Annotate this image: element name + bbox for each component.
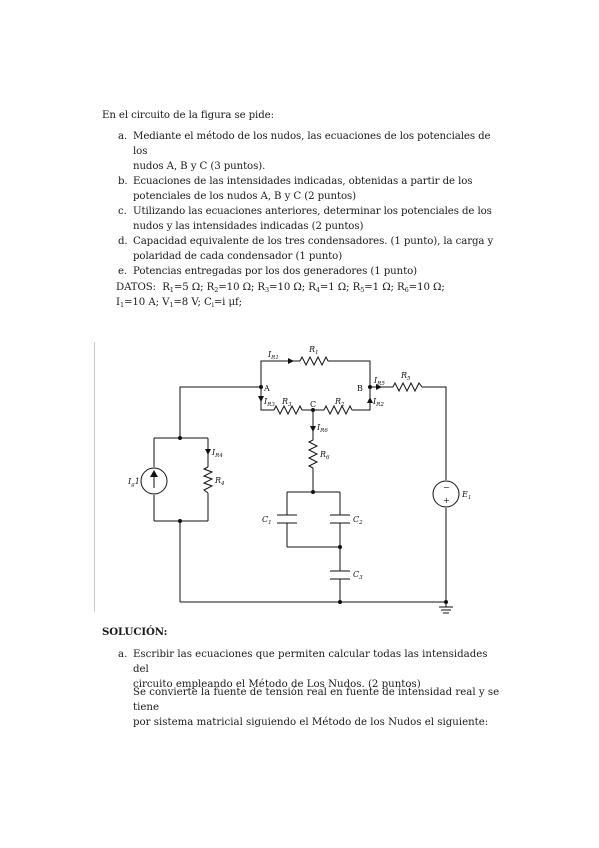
current-source-ig1 [140, 467, 168, 495]
solution-line: circuito empleando el Método de Los Nudo… [133, 679, 421, 690]
solution-item-a: a. Escribir las ecuaciones que permiten … [102, 647, 502, 692]
question-item: d. Capacidad equivalente de los tres cond… [102, 234, 502, 264]
arrow-ir1-icon [288, 358, 294, 364]
solution-line: Escribir las ecuaciones que permiten cal… [133, 649, 488, 675]
data-item: R5=1 Ω; [352, 282, 394, 294]
arrow-ir5-icon [376, 384, 382, 390]
junction-dot [178, 436, 182, 440]
label-ig1: Ig1 [127, 477, 140, 488]
solution-marker: a. [118, 649, 128, 660]
question-line: Ecuaciones de las intensidades indicadas… [133, 176, 473, 187]
resistor-r1 [299, 355, 329, 367]
label-r3: R3 [281, 397, 292, 408]
node-b-dot [368, 385, 372, 389]
label-ir3: IR3 [263, 397, 275, 408]
data-item: R2=10 Ω; [206, 282, 255, 294]
arrow-ir6-icon [310, 426, 316, 432]
label-node-b: B [357, 384, 363, 393]
data-item: R4=1 Ω; [308, 282, 350, 294]
solution-line: Se convierte la fuente de tensión real e… [133, 687, 500, 713]
label-node-c: C [310, 400, 316, 409]
solution-line: por sistema matricial siguiendo el Métod… [133, 717, 489, 728]
junction-dot [338, 545, 342, 549]
question-marker: c. [118, 206, 127, 217]
label-r5: R5 [400, 371, 411, 382]
junction-dot [338, 600, 342, 604]
resistor-r3 [273, 404, 303, 416]
resistor-r5 [392, 381, 423, 393]
plus-sign: + [443, 496, 450, 505]
label-node-a: A [263, 384, 270, 393]
circuit-wires [153, 360, 453, 614]
data-item: V1=8 V; [162, 297, 201, 309]
arrow-ir4-icon [205, 449, 211, 455]
data-item: R1=5 Ω; [162, 282, 204, 294]
question-line: nudos y las intensidades indicadas (2 pu… [133, 221, 364, 232]
node-a-dot [259, 385, 263, 389]
question-line: Potencias entregadas por los dos generad… [133, 266, 417, 277]
label-ir5: IR5 [373, 376, 385, 387]
intro-text: En el circuito de la figura se pide: [102, 110, 274, 121]
voltage-source-e1 [432, 480, 460, 508]
label-c3: C3 [353, 570, 363, 581]
label-ir4: IR4 [211, 448, 223, 459]
question-line: potenciales de los nudos A, B y C (2 pun… [133, 191, 356, 202]
question-marker: e. [118, 266, 128, 277]
label-r4: R4 [214, 476, 225, 487]
question-line: polaridad de cada condensador (1 punto) [133, 251, 343, 262]
question-item: a. Mediante el método de los nudos, las e… [102, 129, 502, 174]
question-line: Capacidad equivalente de los tres conden… [133, 236, 494, 247]
question-item: e. Potencias entregadas por los dos gener… [102, 264, 502, 279]
question-item: b. Ecuaciones de las intensidades indicad… [102, 174, 502, 204]
solution-paragraph: Se convierte la fuente de tensión real e… [133, 685, 513, 730]
capacitor-c1 [277, 514, 297, 524]
resistor-r2 [323, 404, 353, 416]
label-ir6: IR6 [316, 423, 328, 434]
solution-heading: SOLUCIÓN: [102, 626, 168, 638]
label-e1: E1 [461, 490, 471, 501]
data-values: DATOS: R1=5 Ω; R2=10 Ω; R3=10 Ω; R4=1 Ω;… [116, 280, 476, 310]
minus-sign: − [443, 483, 450, 492]
question-list: a. Mediante el método de los nudos, las e… [102, 129, 502, 279]
label-ir1: IR1 [267, 350, 279, 361]
question-marker: b. [118, 176, 128, 187]
junction-dot [444, 600, 448, 604]
label-r2: R2 [334, 397, 345, 408]
label-r6: R6 [319, 450, 330, 461]
question-marker: a. [118, 131, 128, 142]
node-c-dot [311, 408, 315, 412]
junction-dot [311, 490, 315, 494]
label-c1: C1 [262, 515, 272, 526]
question-marker: d. [118, 236, 128, 247]
label-c2: C2 [353, 515, 363, 526]
question-line: Mediante el método de los nudos, las ecu… [133, 131, 491, 157]
arrow-ir3-icon [258, 396, 264, 402]
arrow-ir2-icon [367, 397, 373, 403]
data-item: Ci=i μf; [204, 297, 242, 309]
capacitor-c2 [330, 514, 350, 524]
data-item: R3=10 Ω; [257, 282, 306, 294]
margin-rule [94, 342, 95, 612]
question-item: c. Utilizando las ecuaciones anteriores, … [102, 204, 502, 234]
data-prefix: DATOS: [116, 282, 156, 293]
resistor-r6 [307, 439, 319, 469]
label-ir2: IR2 [372, 397, 384, 408]
label-r1: R1 [308, 345, 319, 356]
data-item: I1=10 A; [116, 297, 159, 309]
data-item: R6=10 Ω; [397, 282, 445, 294]
question-line: nudos A, B y C (3 puntos). [133, 161, 266, 172]
resistor-r4 [202, 466, 214, 494]
question-line: Utilizando las ecuaciones anteriores, de… [133, 206, 492, 217]
junction-dot [178, 519, 182, 523]
capacitor-c3 [330, 570, 350, 580]
